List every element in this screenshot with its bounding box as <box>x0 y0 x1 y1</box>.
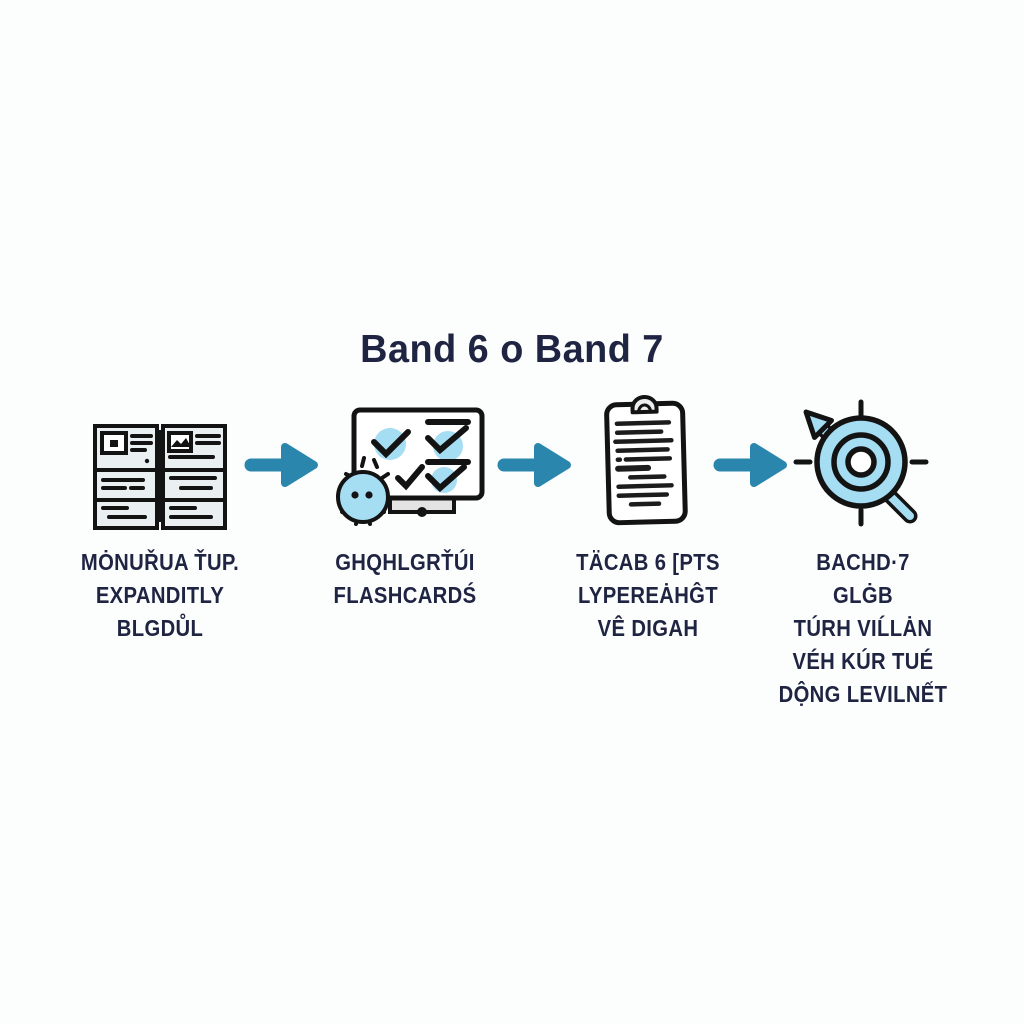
step-label: BACHD·7 GLĠB TÚRH VIĹLȦN VÉH KÚR TUÉ DỘN… <box>749 546 978 711</box>
flow-arrow-icon <box>712 440 792 490</box>
step-label-line: TÄCAB 6 [PTS <box>576 549 720 575</box>
step-label-line: FLASHCARDŚ <box>333 582 477 608</box>
diagram-title: Band 6 o Band 7 <box>360 328 664 371</box>
step-label-line: MȮNUŘUA ŤUP. <box>80 549 240 575</box>
step-label-line: TÚRH VIĹLȦN <box>793 615 933 641</box>
step-label-line: BLGDŮL <box>116 615 204 641</box>
step-label-line: GHQHLGRŤÚI <box>335 549 475 575</box>
flashcards-monitor-icon <box>328 404 496 529</box>
flow-arrow-icon <box>496 440 576 490</box>
step-label: TÄCAB 6 [PTS LYPEREȦHĜT VÊ DIGAH <box>534 546 763 645</box>
step-label: GHQHLGRŤÚI FLASHCARDŚ <box>291 546 520 612</box>
step-label-line: LYPEREȦHĜT <box>577 582 718 608</box>
clipboard-notes-icon <box>598 390 693 528</box>
flow-arrow-icon <box>243 440 323 490</box>
step-label-line: EXPANDITLY <box>95 582 225 608</box>
catalog-cards-icon <box>85 420 235 530</box>
step-label: MȮNUŘUA ŤUP. EXPANDITLY BLGDŮL <box>46 546 275 645</box>
target-arrow-icon <box>790 398 932 528</box>
step-label-line: VÊ DIGAH <box>597 615 699 641</box>
step-label-line: BACHD·7 <box>816 549 910 575</box>
step-label-line: GLĠB <box>833 582 893 608</box>
step-label-line: DỘNG LEVILNẾT <box>778 681 948 707</box>
step-label-line: VÉH KÚR TUÉ <box>792 648 934 674</box>
